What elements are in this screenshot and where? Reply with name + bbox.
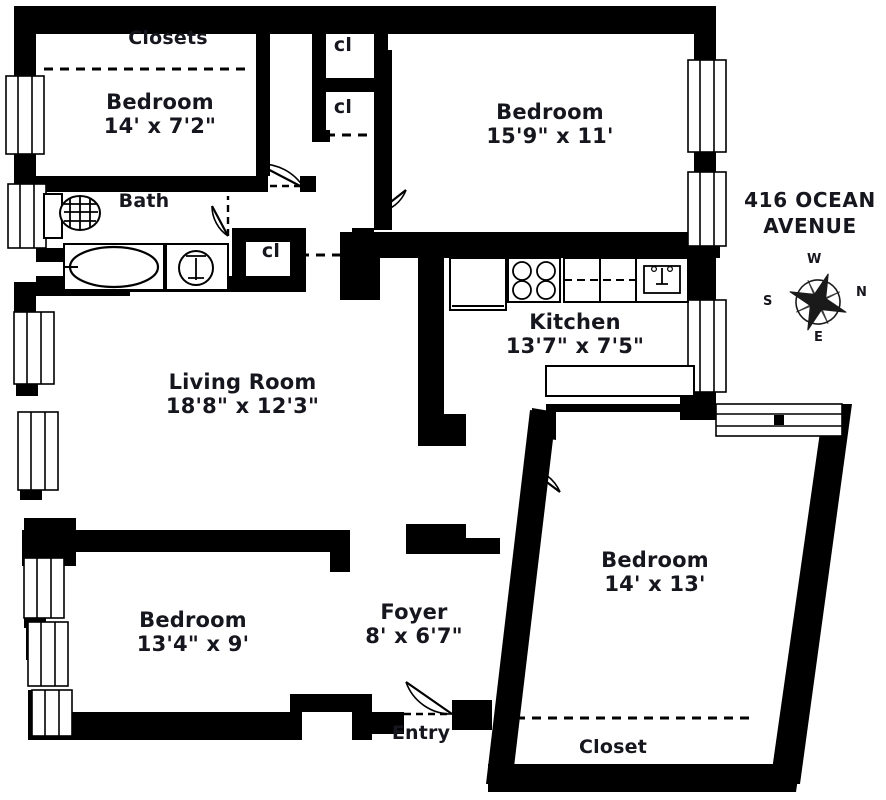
building-title-line1: 416 OCEAN: [744, 188, 876, 212]
building-title-line2: AVENUE: [763, 213, 857, 238]
window-se-bedroom: [715, 403, 843, 437]
compass-south: S: [763, 294, 773, 309]
window-right-2: [687, 171, 727, 247]
building-title: 416 OCEAN AVENUE: [735, 188, 885, 239]
window-left-5: [23, 557, 65, 619]
doors: [211, 163, 561, 716]
door-bath: [211, 196, 230, 237]
bathtub-icon: [63, 243, 165, 291]
window-left-3: [13, 311, 55, 385]
kitchen-counter-icon: [563, 257, 690, 303]
compass-north: N: [856, 285, 867, 300]
compass-rose: W N S E: [762, 252, 874, 352]
bathroom-sink-icon: [165, 243, 229, 291]
toilet-icon: [43, 193, 101, 239]
kitchen-lower-counter-icon: [545, 365, 695, 397]
window-left-4: [17, 411, 59, 491]
window-left-6: [27, 621, 69, 687]
compass-star-icon: [789, 273, 847, 331]
bath-fixtures: [43, 193, 229, 291]
window-right-1: [687, 59, 727, 153]
door-bedroom-nw: [257, 163, 305, 189]
compass-west: W: [807, 252, 822, 267]
compass-east: E: [814, 330, 823, 345]
window-left-1: [5, 75, 45, 155]
kitchen-fixtures: [449, 257, 695, 397]
door-bedroom-se: [526, 467, 561, 500]
refrigerator-icon: [449, 257, 507, 311]
window-left-7: [31, 689, 73, 737]
closet-opening-lines: [44, 67, 752, 720]
window-right-3: [687, 299, 727, 393]
door-hall: [376, 176, 407, 213]
window-left-2: [7, 183, 47, 249]
stove-icon: [507, 257, 561, 303]
kitchen-sink-icon: [635, 257, 689, 303]
windows: [5, 59, 843, 737]
door-entry: [404, 681, 453, 716]
interior-walls: [24, 34, 720, 572]
